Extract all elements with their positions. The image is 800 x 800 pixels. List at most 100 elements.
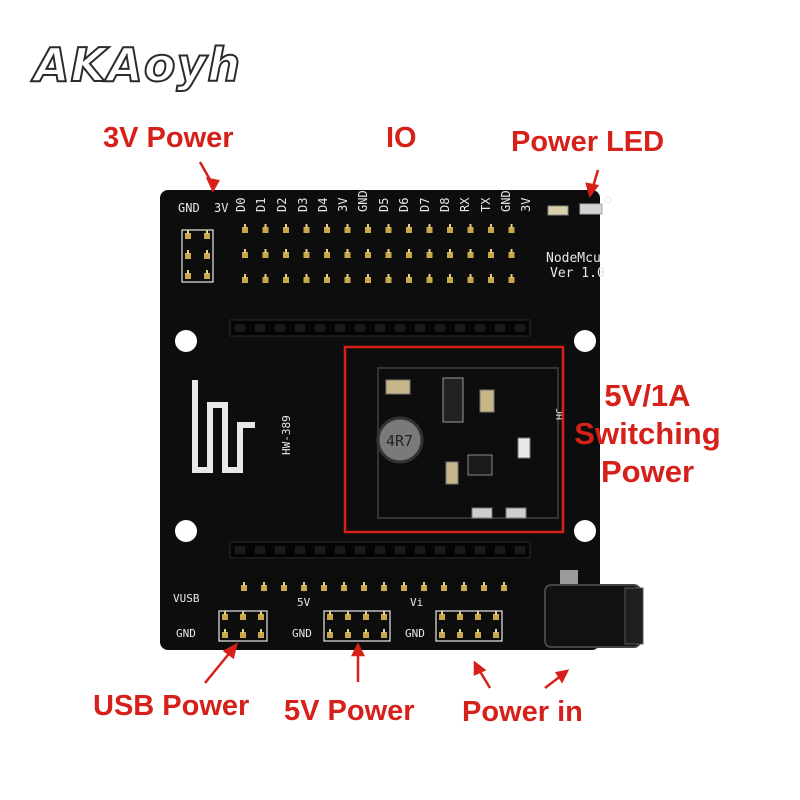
top-pin-label: GND bbox=[178, 201, 200, 215]
header-pin-tip bbox=[423, 582, 425, 586]
header-pin-tip bbox=[383, 582, 385, 586]
inductor-label: 4R7 bbox=[386, 432, 413, 450]
female-header-socket bbox=[355, 546, 365, 554]
header-3v-power bbox=[181, 229, 214, 283]
header-pin bbox=[447, 252, 453, 258]
header-pin-tip bbox=[329, 629, 331, 633]
top-pin-label: TX bbox=[479, 197, 493, 212]
female-header-socket bbox=[455, 546, 465, 554]
female-header-top bbox=[229, 319, 531, 337]
header-pin bbox=[204, 273, 210, 279]
header-pin-tip bbox=[343, 582, 345, 586]
callout-switching-line2: Switching bbox=[574, 416, 721, 451]
female-header-socket bbox=[495, 546, 505, 554]
header-pin-tip bbox=[305, 249, 308, 253]
header-pin bbox=[439, 614, 445, 620]
callout-switching-line1: 5V/1A bbox=[604, 378, 691, 413]
header-pin bbox=[508, 277, 515, 283]
header-pin-tip bbox=[365, 611, 367, 615]
header-pin-tip bbox=[242, 629, 244, 633]
top-pin-label: D0 bbox=[234, 198, 248, 212]
header-pin bbox=[185, 273, 191, 279]
header-pin bbox=[457, 614, 463, 620]
header-pin-tip bbox=[264, 249, 267, 253]
header-pin-tip bbox=[244, 274, 246, 278]
female-header-socket bbox=[395, 324, 405, 332]
header-pin bbox=[385, 277, 392, 283]
female-header-socket bbox=[335, 324, 345, 332]
resistor-1 bbox=[445, 461, 459, 485]
header-bottom-row bbox=[241, 582, 507, 591]
header-pin bbox=[467, 277, 474, 283]
header-pin bbox=[426, 252, 433, 258]
header-pin bbox=[365, 227, 371, 233]
resistor-2 bbox=[517, 437, 531, 459]
header-pin-tip bbox=[329, 611, 331, 615]
mounting-hole-top-right bbox=[574, 330, 596, 352]
female-header-socket bbox=[295, 324, 305, 332]
header-pin bbox=[324, 252, 330, 258]
header-io-pins bbox=[242, 224, 515, 283]
header-pin bbox=[501, 585, 507, 591]
header-pin-tip bbox=[490, 274, 492, 278]
header-pin-tip bbox=[206, 230, 208, 234]
header-pin bbox=[385, 227, 392, 233]
header-pin bbox=[488, 277, 494, 283]
header-pin bbox=[240, 614, 246, 620]
top-pin-label: D6 bbox=[397, 198, 411, 212]
female-header-socket bbox=[375, 324, 385, 332]
callout-switching-power: 5V/1A Switching Power bbox=[565, 377, 730, 491]
gnd-vin-label: GND bbox=[405, 627, 425, 640]
capacitor-1 bbox=[385, 379, 411, 395]
top-pin-label: D4 bbox=[316, 198, 330, 212]
header-pin bbox=[493, 632, 499, 638]
header-pin bbox=[488, 227, 494, 233]
top-pin-label: D1 bbox=[254, 198, 268, 212]
header-pin-tip bbox=[490, 224, 492, 228]
header-pin bbox=[457, 632, 463, 638]
header-pin-tip bbox=[428, 274, 431, 278]
header-pin bbox=[185, 253, 191, 259]
diode bbox=[442, 377, 464, 423]
header-pin bbox=[204, 253, 210, 259]
header-pin bbox=[258, 614, 264, 620]
header-pin-tip bbox=[495, 611, 497, 615]
header-pin bbox=[185, 233, 191, 239]
antenna-trace bbox=[192, 380, 255, 473]
top-pin-label: RX bbox=[458, 197, 472, 212]
header-pin bbox=[381, 632, 387, 638]
header-usb-power bbox=[218, 610, 268, 642]
female-header-socket bbox=[475, 546, 485, 554]
header-pin-tip bbox=[305, 274, 308, 278]
header-pin-tip bbox=[326, 249, 328, 253]
brand-logo: AKAoyh bbox=[33, 37, 242, 93]
hc-label: HC bbox=[555, 408, 566, 420]
callout-power-in: Power in bbox=[462, 696, 583, 728]
regulator-ic bbox=[467, 454, 493, 476]
vin-label: Vi bbox=[410, 596, 423, 609]
header-pin-tip bbox=[346, 274, 349, 278]
header-pin-tip bbox=[285, 249, 287, 253]
female-header-socket bbox=[275, 546, 285, 554]
header-pin bbox=[345, 614, 351, 620]
header-pin-tip bbox=[187, 270, 189, 274]
callout-io: IO bbox=[386, 122, 417, 154]
female-header-socket bbox=[235, 546, 245, 554]
header-pin-tip bbox=[242, 611, 244, 615]
header-pin-tip bbox=[495, 629, 497, 633]
header-outline bbox=[435, 610, 503, 642]
header-pin-tip bbox=[244, 249, 246, 253]
header-pin bbox=[381, 614, 387, 620]
female-header-socket bbox=[515, 324, 525, 332]
header-pin-tip bbox=[260, 629, 262, 633]
header-pin bbox=[365, 252, 371, 258]
header-pin-tip bbox=[244, 224, 246, 228]
header-pin bbox=[406, 227, 412, 233]
header-pin-tip bbox=[490, 249, 492, 253]
header-pin bbox=[385, 252, 392, 258]
header-pin-tip bbox=[483, 582, 485, 586]
header-pin bbox=[283, 227, 289, 233]
header-pin-tip bbox=[408, 274, 410, 278]
header-pin bbox=[508, 252, 515, 258]
switching-highlight-box bbox=[343, 345, 565, 534]
